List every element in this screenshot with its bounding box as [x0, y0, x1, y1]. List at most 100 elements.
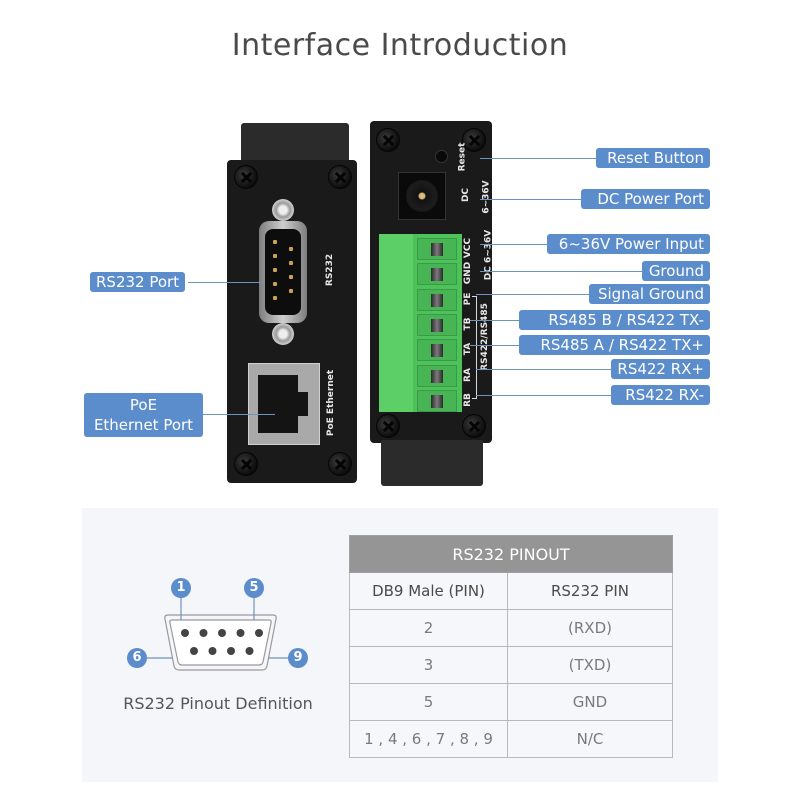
terminal-screw-icon	[431, 369, 443, 383]
callout-poe-line2: Ethernet Port	[93, 416, 194, 434]
column-header: RS232 PIN	[507, 572, 673, 610]
table-cell: 3	[349, 646, 508, 684]
callout-rs232-port: RS232 Port	[90, 272, 186, 292]
silk-terminal-pe: PE	[463, 292, 473, 305]
table-cell: N/C	[507, 720, 673, 758]
silk-rs232: RS232	[325, 253, 336, 287]
rj45-latch	[296, 392, 308, 416]
screw-icon	[234, 165, 258, 189]
db9-outline-inner	[169, 619, 272, 666]
table-row: 3 (TXD)	[349, 646, 673, 684]
terminal-screw-icon	[431, 318, 443, 332]
leader-line	[480, 244, 547, 245]
db9-diagram-pin	[255, 629, 263, 637]
table-cell: (RXD)	[507, 609, 673, 647]
db9-diagram-pin	[199, 629, 208, 637]
silk-dc-voltage: 6~36V	[481, 180, 492, 214]
screw-icon	[328, 165, 352, 189]
screw-icon	[462, 414, 486, 438]
leader-line	[480, 158, 596, 159]
screw-icon	[234, 452, 258, 476]
terminal-screw-icon	[431, 243, 443, 256]
hex-standoff-icon	[272, 323, 294, 345]
silk-terminal-ra: RA	[463, 367, 473, 382]
db9-pin	[273, 282, 277, 286]
db9-diagram-pin	[208, 647, 217, 655]
table-cell: 1 , 4 , 6 , 7 , 8 , 9	[349, 720, 508, 758]
screw-icon	[462, 128, 486, 152]
table-row: 2 (RXD)	[349, 609, 673, 647]
leader-line	[476, 369, 611, 370]
leader-line	[188, 282, 264, 283]
callout-rs485-b: RS485 B / RS422 TX-	[519, 310, 710, 330]
bracket-line	[476, 296, 477, 399]
pinout-table: RS232 PINOUT DB9 Male (PIN) RS232 PIN 2 …	[349, 535, 673, 758]
silk-terminal-tb: TB	[463, 317, 473, 331]
callout-reset-button: Reset Button	[596, 148, 710, 168]
table-header-row: DB9 Male (PIN) RS232 PIN	[349, 572, 673, 610]
db9-diagram-pin	[236, 629, 245, 637]
rj45-socket	[258, 375, 298, 433]
terminal-block-body	[379, 234, 413, 412]
pin-badge-1: 1	[171, 578, 191, 598]
silk-poe-ethernet: PoE Ethernet	[326, 369, 337, 437]
screw-icon	[328, 452, 352, 476]
terminal-screw-icon	[431, 344, 443, 358]
silk-dc: DC	[461, 187, 472, 203]
silk-power-group: DC 6~36V	[483, 229, 494, 281]
callout-rs422-rx-minus: RS422 RX-	[611, 385, 710, 405]
callout-ground: Ground	[642, 261, 710, 281]
left-device-top-tab	[241, 123, 349, 163]
silk-terminal-gnd: GND	[463, 262, 473, 285]
db9-diagram-pin	[190, 647, 198, 655]
callout-poe-ethernet-port: PoE Ethernet Port	[84, 393, 203, 437]
db9-pin	[289, 289, 293, 293]
callout-poe-line1: PoE	[129, 396, 158, 414]
right-device-bottom-tab	[381, 440, 483, 486]
bracket-line	[472, 398, 477, 399]
table-title: RS232 PINOUT	[349, 535, 673, 573]
db9-pin	[289, 247, 293, 251]
table-cell: 5	[349, 683, 508, 721]
hex-standoff-icon	[272, 199, 294, 221]
reset-button[interactable]	[435, 150, 448, 163]
db9-pin	[273, 296, 277, 300]
screw-icon	[376, 128, 400, 152]
db9-pin	[273, 240, 277, 244]
leader-line	[470, 345, 519, 346]
pin-badge-9: 9	[288, 648, 308, 668]
leader-line	[476, 395, 611, 396]
leader-line	[480, 271, 642, 272]
silk-terminal-ta: TA	[463, 342, 473, 356]
leader-line	[203, 414, 275, 415]
db9-pin	[289, 275, 293, 279]
silk-terminal-rb: RB	[463, 392, 473, 407]
terminal-screw-icon	[431, 293, 443, 307]
db9-diagram-pin	[181, 629, 189, 637]
screw-icon	[376, 414, 400, 438]
bracket-line	[472, 296, 477, 297]
terminal-screw-icon	[431, 268, 443, 282]
table-row: 1 , 4 , 6 , 7 , 8 , 9 N/C	[349, 720, 673, 758]
silk-reset: Reset	[457, 142, 468, 172]
pin-badge-6: 6	[127, 648, 147, 668]
leader-line	[480, 199, 581, 200]
db9-pinout-diagram	[144, 596, 290, 671]
db9-pin	[273, 254, 277, 258]
terminal-screw-icon	[431, 394, 443, 408]
silk-bus-group: RS422/RS485	[479, 303, 490, 371]
callout-power-input: 6~36V Power Input	[547, 234, 710, 254]
db9-diagram-pin	[245, 647, 254, 655]
callout-signal-ground: Signal Ground	[589, 284, 710, 304]
callout-rs422-rx-plus: RS422 RX+	[611, 359, 710, 379]
db9-socket	[265, 229, 301, 315]
leader-line	[476, 294, 589, 295]
callout-dc-power-port: DC Power Port	[581, 189, 710, 209]
pin-badge-5: 5	[244, 578, 264, 598]
silk-terminal-vcc: VCC	[463, 237, 473, 259]
db9-diagram-pin	[218, 629, 226, 637]
dc-jack-ring	[406, 180, 438, 212]
db9-outline-outer	[164, 614, 277, 671]
table-title-row: RS232 PINOUT	[349, 535, 673, 573]
leader-line	[470, 320, 519, 321]
